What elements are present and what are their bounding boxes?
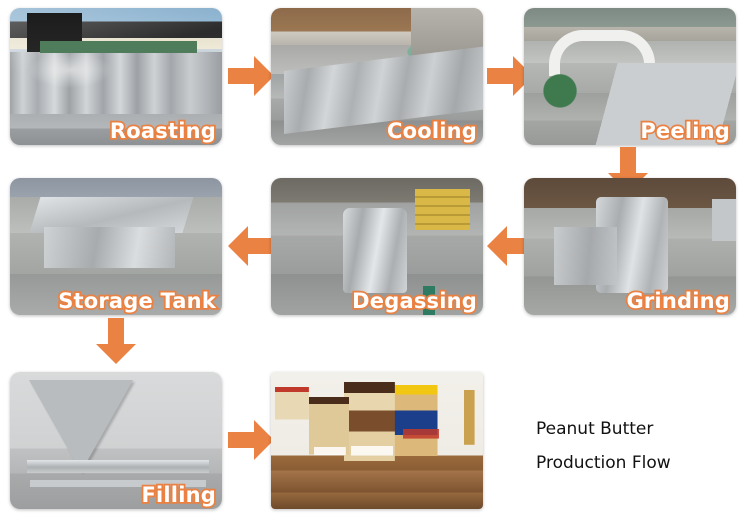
diagram-title-line-2: Production Flow xyxy=(536,453,671,473)
step-caption-grinding: Grinding xyxy=(625,287,732,314)
step-panel-product-jars[interactable] xyxy=(271,372,483,509)
roasting-machine-photo xyxy=(10,8,222,145)
diagram-title: Peanut Butter Production Flow xyxy=(536,412,671,480)
degassing-tank-photo xyxy=(271,178,483,315)
step-panel-grinding[interactable]: Grinding xyxy=(524,178,736,315)
step-caption-cooling: Cooling xyxy=(385,117,478,144)
arrow-roasting-to-cooling xyxy=(228,56,274,96)
filling-machine-photo xyxy=(10,372,222,509)
step-caption-degassing: Degassing xyxy=(350,287,478,314)
arrow-storage-to-filling xyxy=(96,318,136,364)
step-caption-filling: Filling xyxy=(140,481,218,508)
cooling-conveyor-photo xyxy=(271,8,483,145)
storage-tank-photo xyxy=(10,178,222,315)
step-caption-peeling: Peeling xyxy=(639,117,732,144)
step-panel-storage-tank[interactable]: Storage Tank xyxy=(10,178,222,315)
grinding-colloid-mill-photo xyxy=(524,178,736,315)
peeling-machine-photo xyxy=(524,8,736,145)
arrow-degassing-to-storage xyxy=(228,226,274,266)
arrow-cooling-to-peeling xyxy=(487,56,533,96)
peanut-butter-jars-photo xyxy=(271,372,483,509)
step-panel-cooling[interactable]: Cooling xyxy=(271,8,483,145)
arrow-grinding-to-degassing xyxy=(487,226,533,266)
step-caption-roasting: Roasting xyxy=(108,117,217,144)
step-panel-degassing[interactable]: Degassing xyxy=(271,178,483,315)
diagram-title-line-1: Peanut Butter xyxy=(536,419,654,439)
step-panel-roasting[interactable]: Roasting xyxy=(10,8,222,145)
step-panel-peeling[interactable]: Peeling xyxy=(524,8,736,145)
step-panel-filling[interactable]: Filling xyxy=(10,372,222,509)
step-caption-storage-tank: Storage Tank xyxy=(56,287,217,314)
arrow-filling-to-product xyxy=(228,420,274,460)
